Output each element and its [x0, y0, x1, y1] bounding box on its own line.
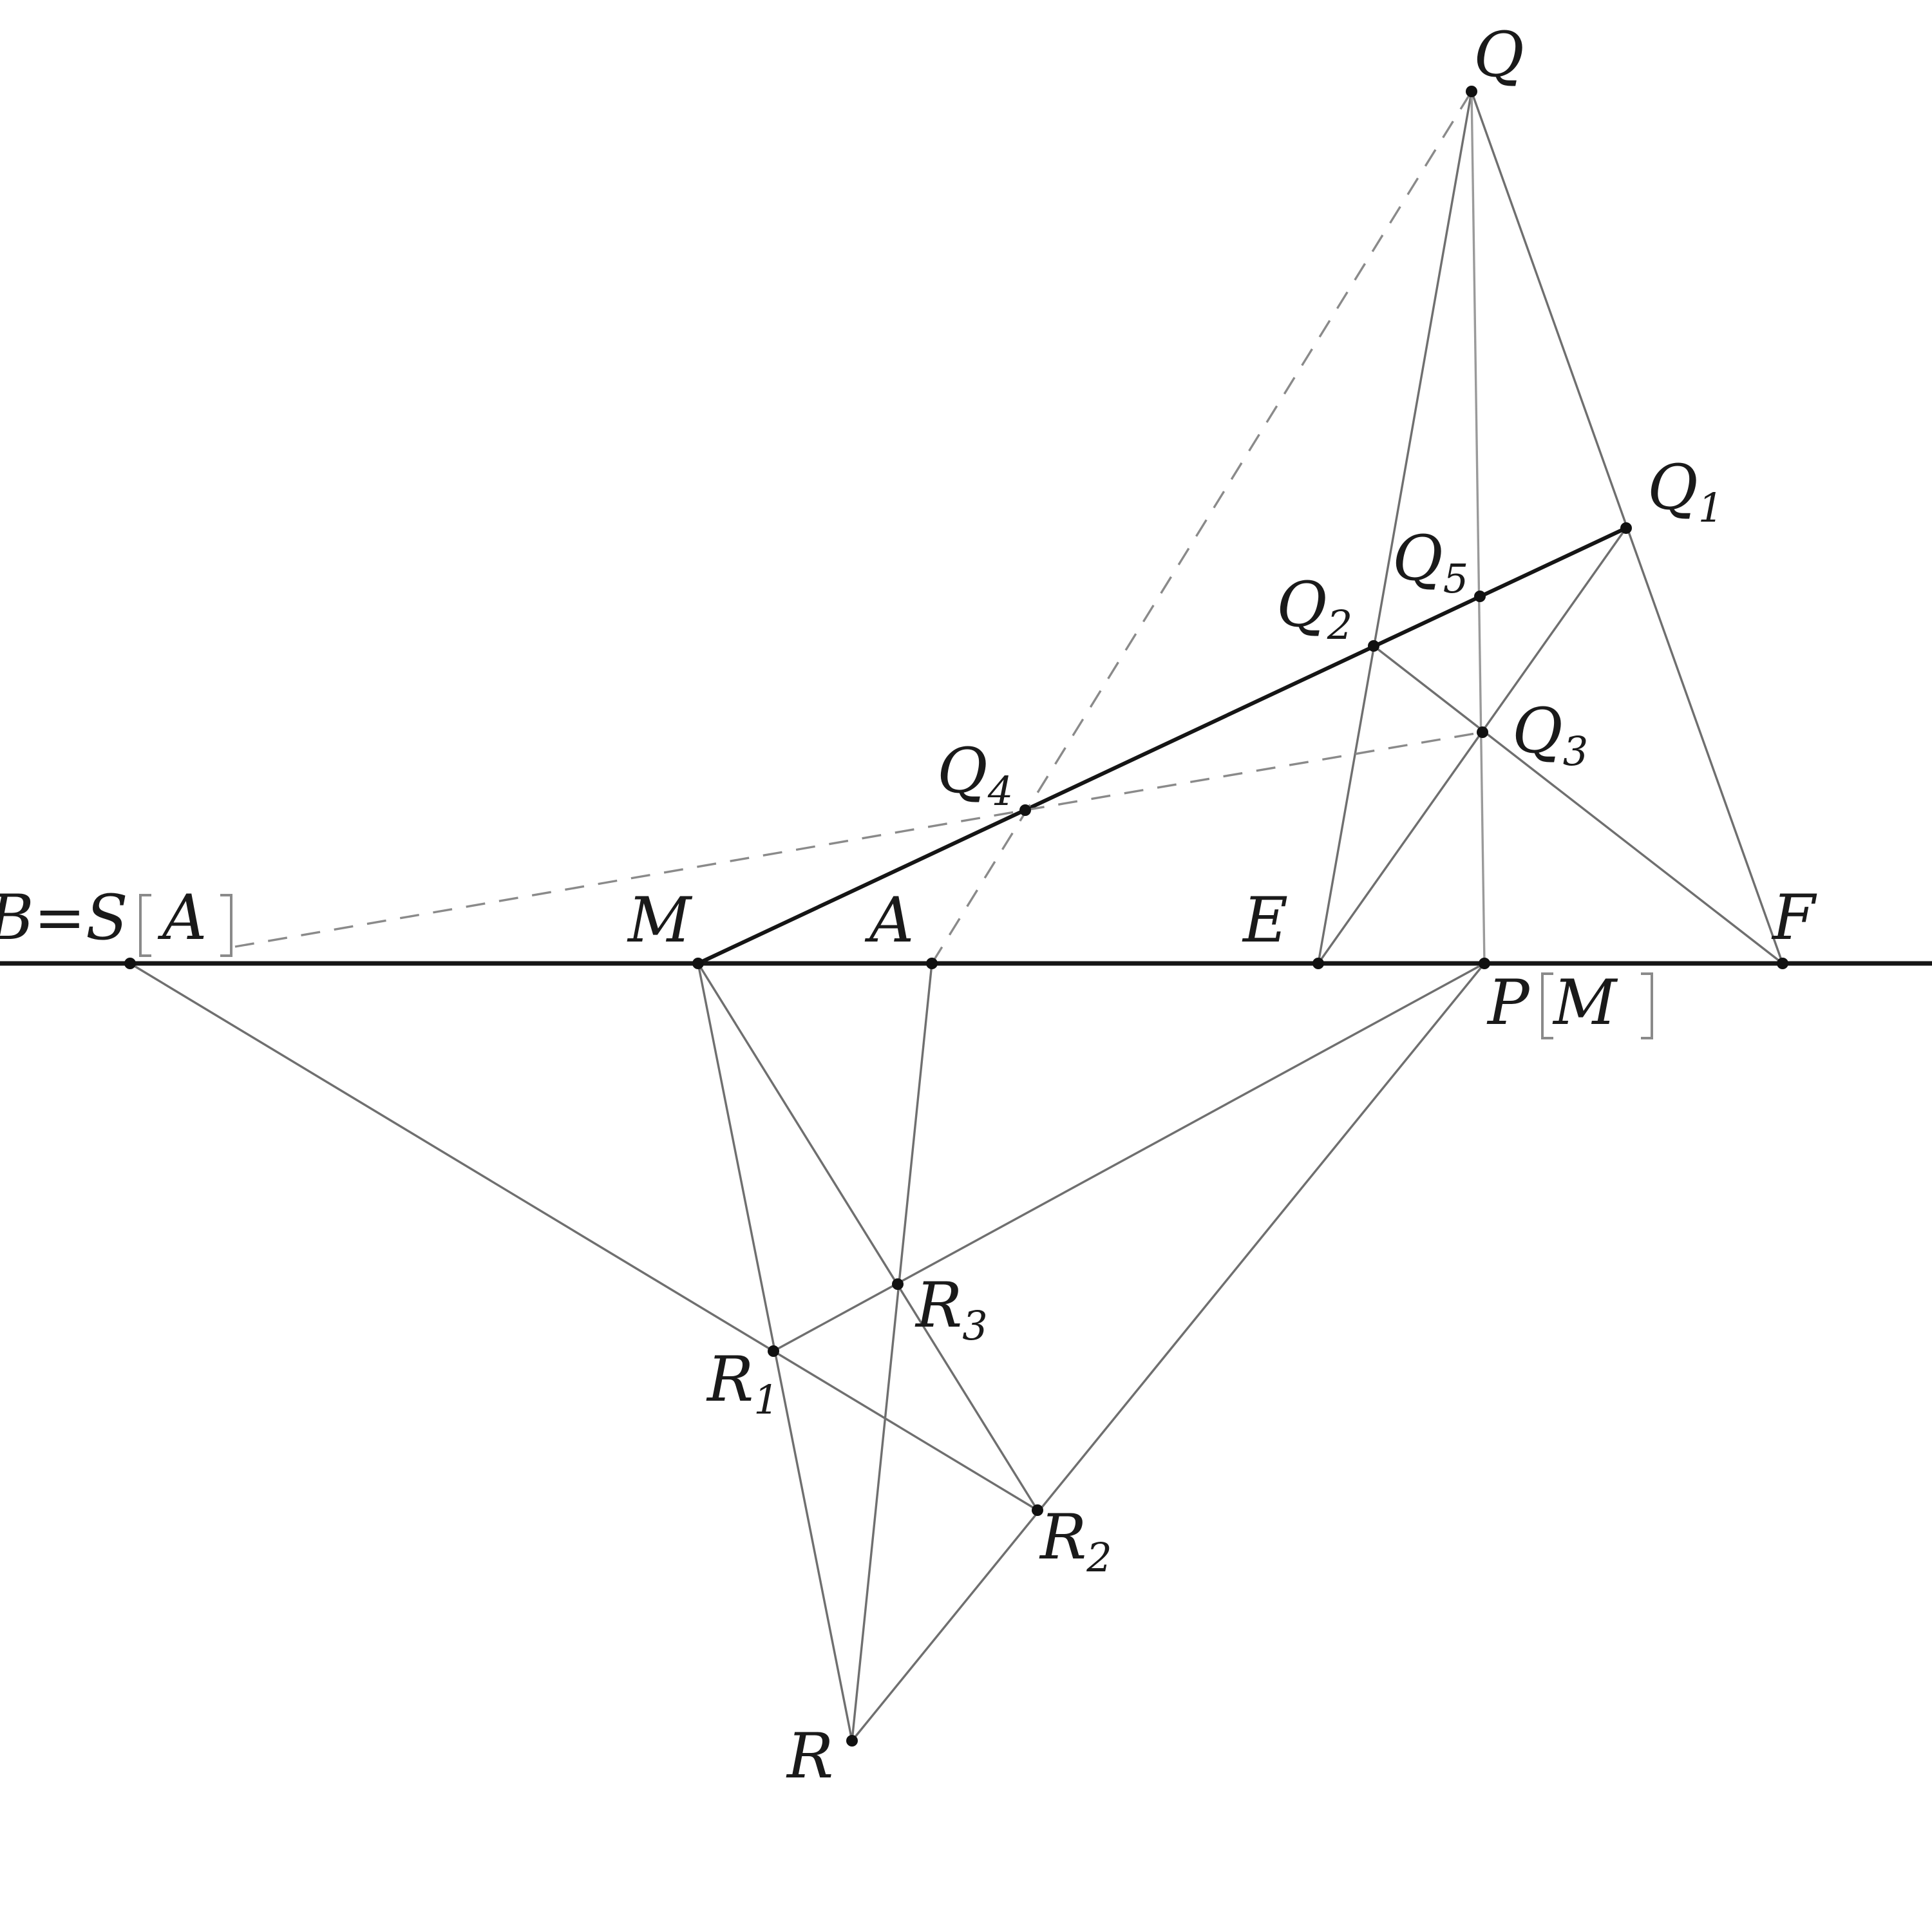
dashed-A-Q — [931, 91, 1473, 964]
line-P-R — [851, 962, 1486, 1742]
point-B — [124, 958, 136, 969]
label-B-equals-S: B=S — [0, 882, 128, 954]
point-A — [926, 958, 938, 969]
point-R — [846, 1735, 858, 1747]
label-R3: R3 — [914, 1269, 988, 1349]
point-R3 — [892, 1278, 904, 1290]
label-R1: R1 — [706, 1343, 779, 1423]
point-Q — [1466, 86, 1477, 97]
point-Q5 — [1474, 591, 1486, 602]
point-M — [692, 958, 704, 969]
label-M: M — [627, 884, 693, 956]
point-F — [1777, 958, 1788, 969]
bracket-M — [1541, 972, 1653, 1039]
point-P — [1479, 958, 1490, 969]
label-B-bracket-A: A — [157, 882, 207, 954]
label-E: E — [1242, 884, 1288, 956]
point-R2 — [1032, 1504, 1043, 1516]
label-Q5: Q5 — [1392, 522, 1468, 602]
point-Q4 — [1019, 804, 1031, 816]
point-Q1 — [1620, 522, 1632, 534]
label-P: P — [1486, 967, 1530, 1039]
label-Q3: Q3 — [1512, 695, 1588, 775]
dashed-Q4-Q3 — [1025, 731, 1483, 811]
label-F: F — [1771, 882, 1817, 954]
label-P-bracket-M: M — [1552, 967, 1618, 1039]
label-R2: R2 — [1039, 1501, 1112, 1581]
label-Q: Q — [1473, 19, 1524, 91]
label-Q1: Q1 — [1647, 451, 1723, 531]
label-Q2: Q2 — [1276, 569, 1352, 649]
line-M-Q1 — [696, 526, 1628, 965]
point-E — [1312, 958, 1324, 969]
line-Q-E — [1317, 90, 1473, 965]
label-Q4: Q4 — [937, 735, 1013, 815]
line-A-R — [851, 962, 933, 1742]
bracket-A — [139, 894, 232, 957]
point-R1 — [768, 1345, 779, 1357]
line-Q-P — [1470, 91, 1486, 964]
label-R: R — [786, 1720, 833, 1792]
point-Q2 — [1368, 640, 1379, 652]
line-B-R2 — [129, 962, 1039, 1511]
point-Q3 — [1477, 726, 1488, 738]
line-Q2-F — [1372, 645, 1784, 965]
line-P-R1 — [772, 962, 1486, 1352]
line-E-Q1 — [1317, 527, 1627, 965]
line-M-R2 — [697, 962, 1039, 1511]
label-A: A — [864, 884, 914, 956]
